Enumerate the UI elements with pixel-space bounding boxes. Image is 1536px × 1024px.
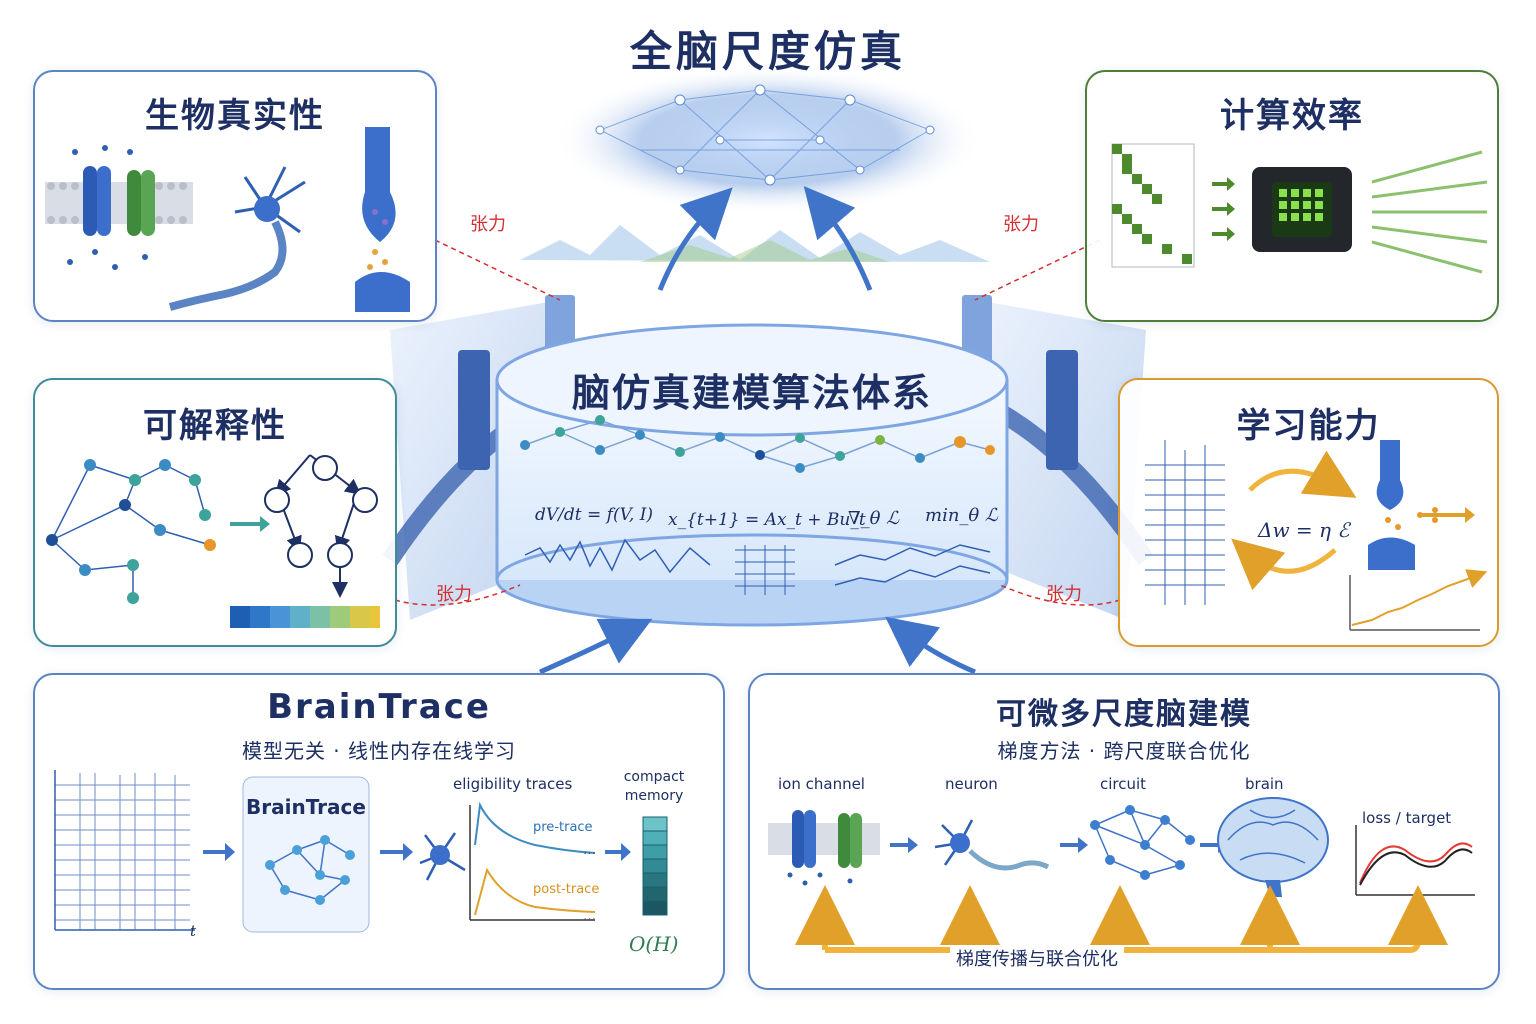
- heat-strip-icon: [230, 606, 380, 628]
- eligibility-label: eligibility traces: [453, 775, 573, 793]
- stage-arrow-1: [890, 837, 918, 853]
- neuron-icon: [168, 166, 306, 311]
- loss-curve-b: [834, 565, 991, 586]
- braintrace-box: [242, 776, 370, 933]
- stage-label-brain: brain: [1245, 775, 1284, 793]
- raster-mini: [735, 545, 795, 595]
- loss-target-plot: [1355, 825, 1475, 896]
- whole-brain-edges: [599, 89, 931, 181]
- panel-title: 可解释性: [143, 406, 287, 446]
- arrow-up-right: [803, 186, 873, 291]
- tension-label-bottom-right: 张力: [1046, 584, 1082, 605]
- tension-label-top-left: 张力: [470, 214, 506, 235]
- speed-lines-icon: [1371, 150, 1488, 274]
- tension-lines: [394, 239, 1121, 606]
- panel-bio-realism: 生物真实性: [33, 70, 437, 322]
- center-title: 脑仿真建模算法体系: [571, 371, 932, 415]
- panel-efficiency: 计算效率: [1085, 70, 1499, 322]
- pre-trace-curve: [474, 801, 596, 854]
- panel-learning: 学习能力: [1118, 378, 1499, 647]
- pre-trace-label: pre-trace: [533, 820, 593, 835]
- panel-subtitle: 模型无关 · 线性内存在线学习: [241, 739, 517, 763]
- whole-brain-nodes: [595, 84, 935, 186]
- interpretability-illustrations: [46, 454, 380, 628]
- braintrace-box-label: BrainTrace: [246, 795, 366, 819]
- panel-interpretability: 可解释性: [33, 378, 397, 647]
- braintrace-illustrations: [54, 770, 668, 933]
- brain-stage-icon: [1217, 797, 1329, 897]
- multiscale-illustrations: [768, 797, 1475, 953]
- panel-title: 生物真实性: [145, 96, 325, 136]
- target-curve: [1359, 842, 1473, 884]
- panel-title: 可微多尺度脑建模: [996, 697, 1252, 732]
- panel-title: BrainTrace: [267, 687, 491, 727]
- bio-illustrations: [45, 127, 410, 312]
- arrow-up-left: [657, 187, 733, 291]
- panel-title: 计算效率: [1220, 96, 1364, 136]
- post-trace-ellipsis: …: [583, 909, 596, 924]
- chip-icon: [1252, 167, 1352, 252]
- tension-label-top-right: 张力: [1003, 214, 1039, 235]
- spike-raster-icon: [1145, 440, 1225, 605]
- panel-subtitle: 梯度方法 · 跨尺度联合优化: [997, 739, 1251, 763]
- gradient-label: 梯度传播与联合优化: [950, 945, 1124, 971]
- post-trace-curve: [474, 867, 596, 916]
- equation-min-loss: min_θ ℒ: [925, 505, 998, 526]
- loss-target-label: loss / target: [1362, 809, 1452, 827]
- learning-equation: Δw = η ℰ: [1258, 518, 1350, 542]
- post-trace-label: post-trace: [533, 882, 600, 897]
- signal-trace: [524, 538, 711, 574]
- pre-trace-ellipsis: …: [583, 843, 596, 858]
- efficiency-illustrations: [1111, 143, 1488, 274]
- circuit-stage-icon: [1094, 809, 1191, 876]
- complex-graph-nodes: [46, 459, 216, 604]
- sparse-matrix-icon: [1111, 143, 1195, 268]
- synapse-small-icon: [1368, 440, 1475, 570]
- arrow-multiscale-to-center: [885, 616, 976, 675]
- loss-curve: [1359, 848, 1473, 886]
- activity-terrain: [520, 225, 990, 262]
- stage-label-neuron: neuron: [945, 775, 998, 793]
- arrows-to-chip-icon: [1212, 177, 1235, 241]
- spike-raster-icon: [54, 770, 195, 931]
- ion-channel-stage-icon: [768, 810, 880, 886]
- top-title: 全脑尺度仿真: [629, 27, 906, 76]
- flow-arrow-2: [380, 843, 413, 861]
- compact-memory-label-line2: memory: [624, 788, 684, 804]
- flow-arrow-3: [605, 843, 631, 861]
- learning-illustrations: [1145, 440, 1488, 631]
- simplify-arrow-icon: [230, 516, 270, 532]
- panel-title: 学习能力: [1236, 406, 1381, 446]
- stage-label-ion-channel: ion channel: [778, 775, 865, 793]
- panel-multiscale: 可微多尺度脑建模 梯度方法 · 跨尺度联合优化: [748, 673, 1500, 990]
- stage-label-circuit: circuit: [1100, 775, 1147, 793]
- simple-graph-icon: [264, 454, 378, 598]
- equation-state-update: x_{t+1} = Ax_t + Bu_t: [668, 510, 866, 530]
- time-axis-label: t: [190, 922, 197, 940]
- neuron-soma: [254, 196, 280, 222]
- compact-memory-icon: [642, 816, 668, 916]
- stage-arrow-2: [1060, 837, 1088, 853]
- complexity-label: O(H): [629, 932, 679, 956]
- equation-gradient: ∇_θ ℒ: [848, 508, 900, 529]
- eligibility-trace-plot: [469, 801, 596, 921]
- learning-curve-icon: [1349, 569, 1488, 631]
- arrow-braintrace-to-center: [538, 618, 653, 675]
- panel-braintrace: BrainTrace 模型无关 · 线性内存在线学习: [33, 673, 725, 990]
- equation-dvdt: dV/dt = f(V, I): [535, 505, 654, 525]
- compact-memory-label-line1: compact: [623, 769, 685, 785]
- flow-arrow-1: [203, 843, 235, 861]
- complex-graph-icon: [51, 464, 211, 598]
- gradient-feedback-icon: [795, 885, 1448, 953]
- ion-channel-membrane-icon: [45, 145, 193, 270]
- cycle-arrows-icon: [1231, 450, 1357, 591]
- chain-nodes: [520, 415, 995, 473]
- loss-curve-a: [834, 544, 991, 566]
- tension-label-bottom-left: 张力: [436, 584, 472, 605]
- synapse-icon: [355, 127, 410, 312]
